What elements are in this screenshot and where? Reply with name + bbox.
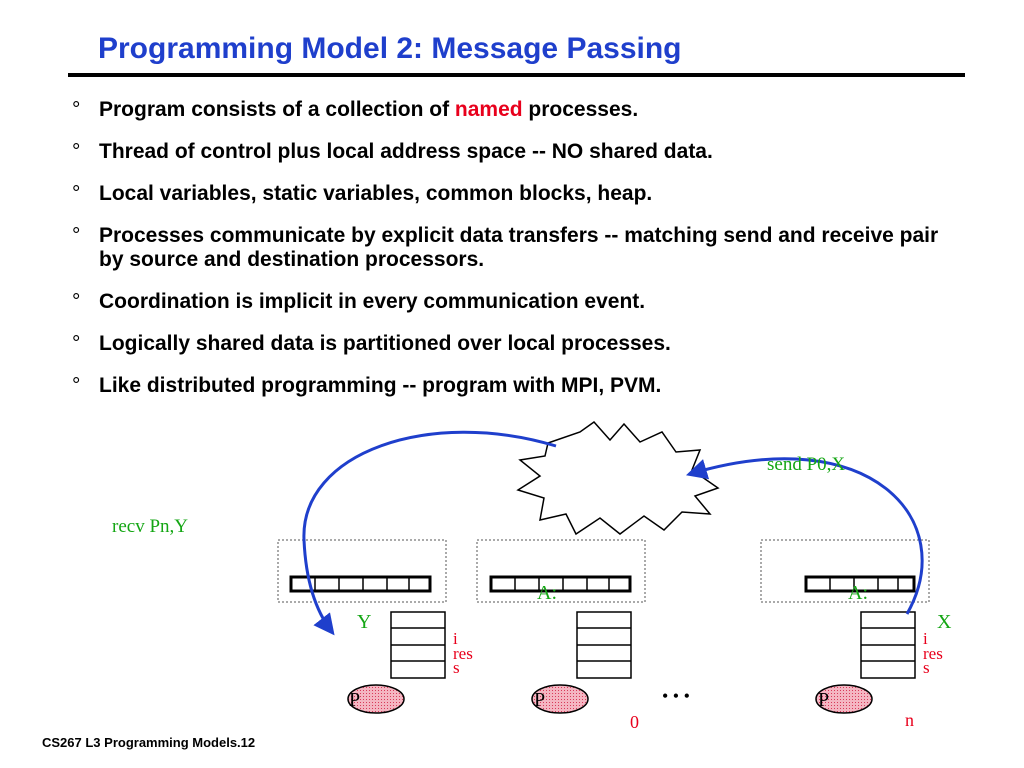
bullet-text: Logically shared data is partitioned ove… [99, 332, 671, 355]
stack-label: s [923, 658, 930, 677]
bullet-marker: ° [72, 182, 81, 205]
slide-title: Programming Model 2: Message Passing [98, 32, 682, 65]
bullet-marker: ° [72, 374, 81, 397]
bullet-marker: ° [72, 332, 81, 355]
bullet-item: ° Program consists of a collection of na… [72, 98, 952, 122]
bullet-item: ° Coordination is implicit in every comm… [72, 290, 952, 314]
processor-circle [815, 684, 873, 714]
title-underline [68, 73, 965, 77]
bullet-item: ° Thread of control plus local address s… [72, 140, 952, 164]
node-memory-box [760, 539, 930, 603]
stack-label: i [453, 629, 458, 648]
array-label: A: [537, 582, 557, 604]
send-label: send P0,X [767, 454, 845, 475]
stack-label: res [923, 644, 943, 663]
shared-array-segment [289, 575, 432, 593]
bullet-item: ° Logically shared data is partitioned o… [72, 332, 952, 356]
bullet-list: ° Program consists of a collection of na… [72, 98, 952, 416]
send-arrow [685, 457, 924, 615]
ellipsis: • • • [662, 686, 690, 706]
bullet-item: ° Like distributed programming -- progra… [72, 374, 952, 398]
bullet-highlight: named [454, 98, 523, 121]
bullet-text: Like distributed programming -- program … [99, 374, 662, 397]
processor-label: P [349, 689, 360, 711]
bullet-marker: ° [72, 98, 81, 121]
processor-circle [347, 684, 405, 714]
bullet-text: Coordination is implicit in every commun… [99, 290, 646, 313]
bullet-text: processes. [522, 98, 639, 121]
private-stack [860, 611, 916, 679]
bullet-marker: ° [72, 140, 81, 163]
processor-index: 0 [630, 712, 639, 732]
variable-label-y: Y [357, 611, 371, 633]
bullet-text: Processes communicate by explicit data t… [99, 224, 939, 271]
bullet-item: ° Processes communicate by explicit data… [72, 224, 952, 272]
node-memory-box [277, 539, 447, 603]
stack-label: res [453, 644, 473, 663]
stack-label: s [453, 658, 460, 677]
bullet-marker: ° [72, 224, 81, 247]
node-memory-box [476, 539, 646, 603]
slide-footer: CS267 L3 Programming Models.12 [42, 735, 256, 750]
recv-label: recv Pn,Y [112, 516, 188, 537]
stack-label: i [923, 629, 928, 648]
private-stack [576, 611, 632, 679]
bullet-marker: ° [72, 290, 81, 313]
processor-index: n [905, 710, 914, 730]
bullet-text: Thread of control plus local address spa… [99, 140, 713, 163]
shared-array-segment [804, 575, 916, 593]
bullet-text: Local variables, static variables, commo… [99, 182, 653, 205]
bullet-item: ° Local variables, static variables, com… [72, 182, 952, 206]
private-stack [390, 611, 446, 679]
network-cloud [516, 420, 720, 536]
bullet-text: Program consists of a collection of [99, 98, 455, 121]
processor-circle [531, 684, 589, 714]
processor-label: P [818, 689, 829, 711]
array-label: A: [848, 582, 868, 604]
recv-arrow [302, 430, 557, 636]
variable-label-x: X [937, 611, 952, 633]
shared-array-segment [489, 575, 632, 593]
processor-label: P [534, 689, 545, 711]
